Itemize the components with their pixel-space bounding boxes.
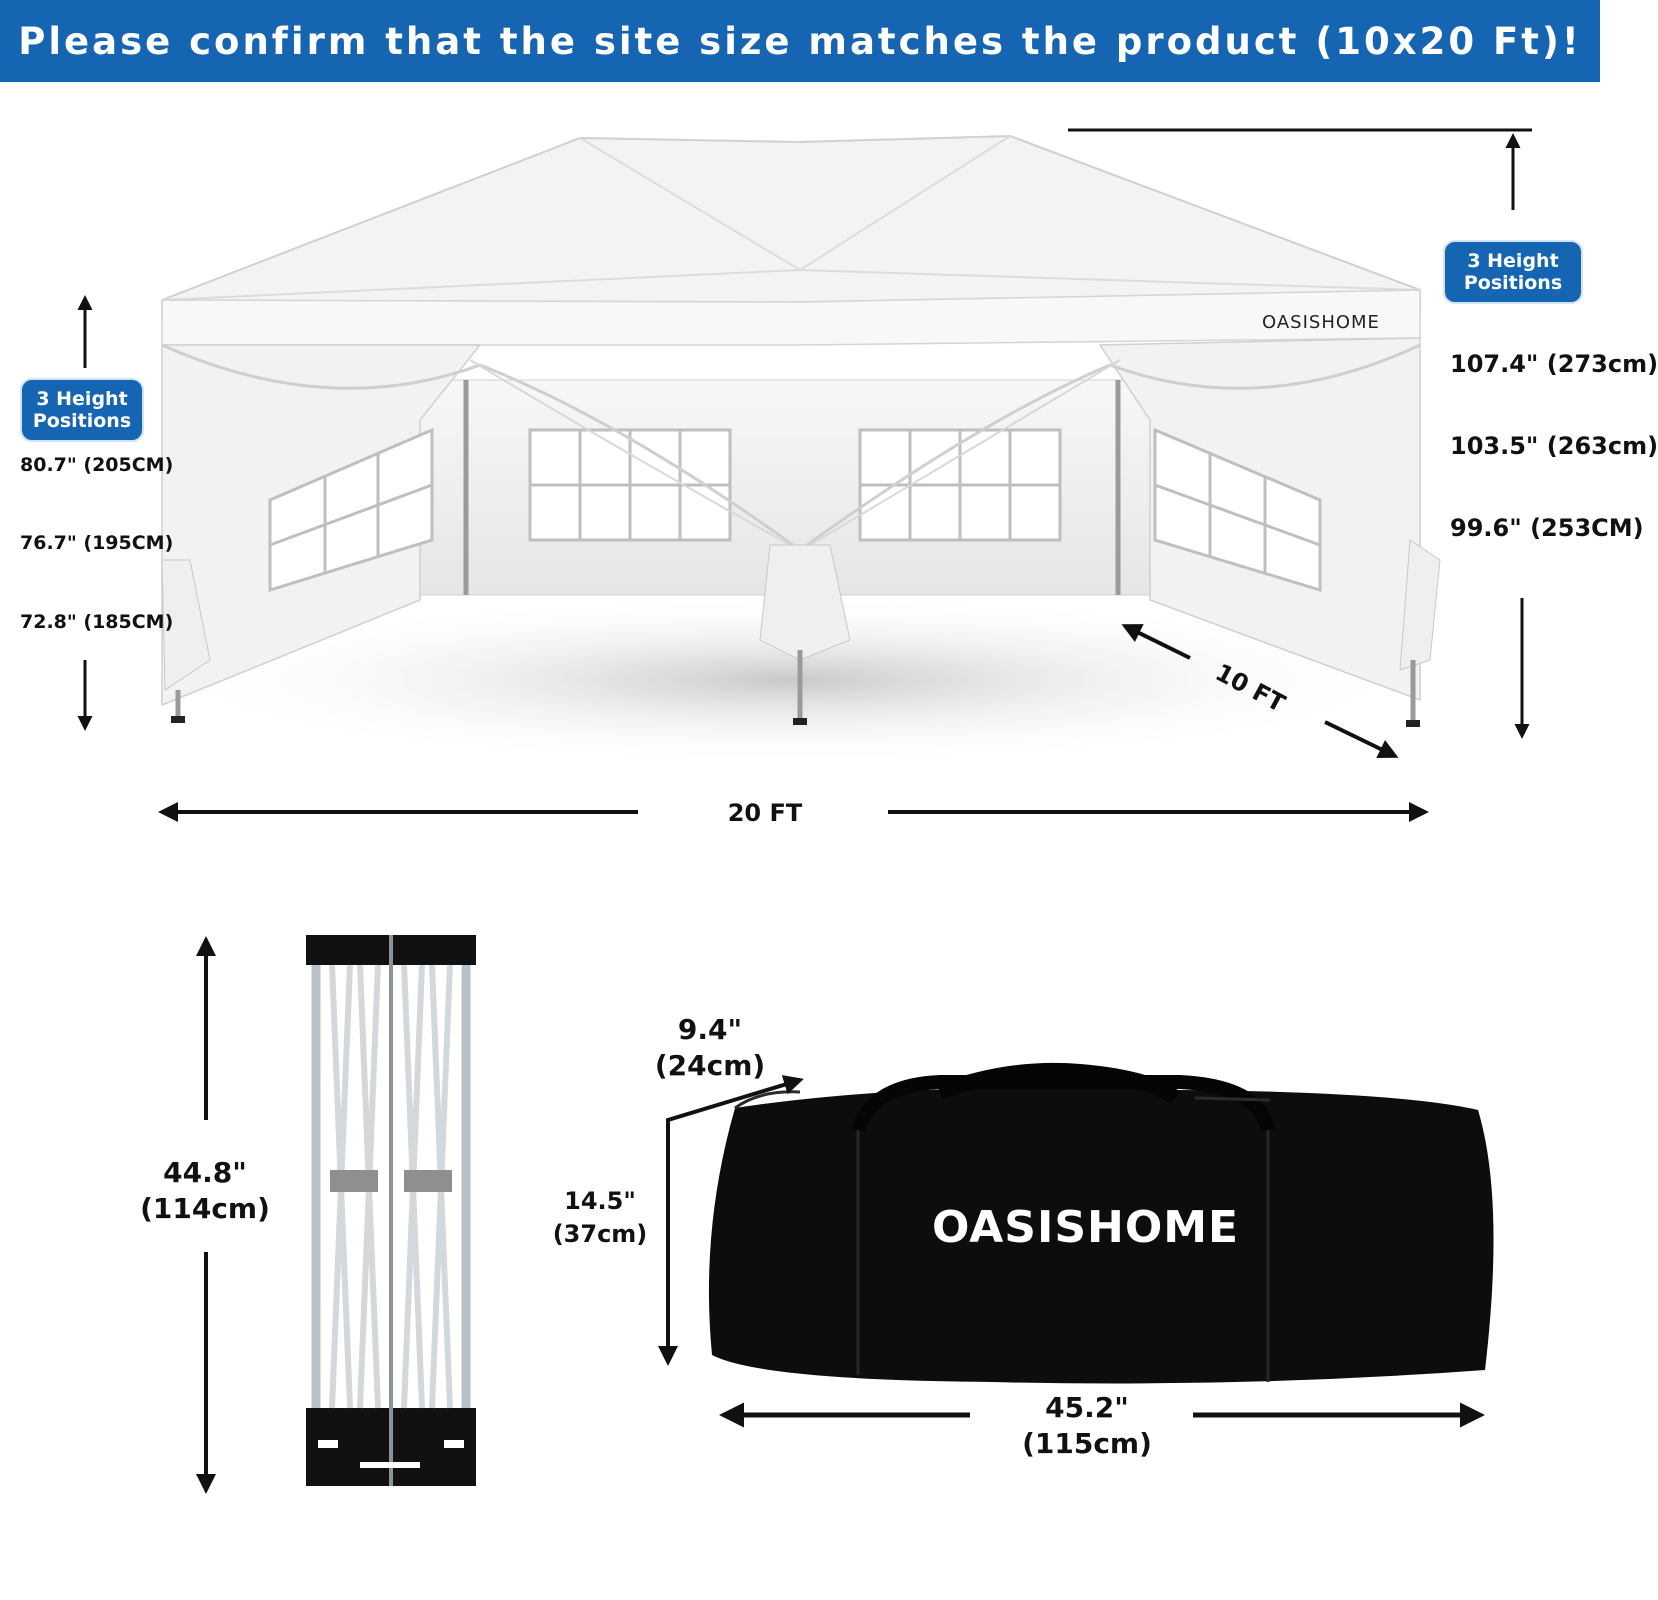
canopy-tent xyxy=(161,134,1441,727)
right-height-badge: 3 Height Positions xyxy=(1443,240,1583,304)
width-label: 20 FT xyxy=(727,799,803,827)
left-height-badge: 3 Height Positions xyxy=(20,378,144,442)
bag-brand-label: OASISHOME xyxy=(932,1202,1240,1253)
left-height-value-1: 80.7" (205CM) xyxy=(20,454,174,476)
ground-shadow xyxy=(150,595,1430,765)
product-illustration xyxy=(77,128,1532,1494)
bag-depth-label: 9.4" (24cm) xyxy=(654,1013,766,1082)
bag-height-label: 14.5" (37cm) xyxy=(552,1187,648,1248)
left-height-value-2: 76.7" (195CM) xyxy=(20,532,174,554)
tent-brand-label: OASISHOME xyxy=(1262,312,1380,333)
right-height-value-3: 99.6" (253CM) xyxy=(1450,514,1644,542)
depth-arrow-front xyxy=(1324,720,1399,759)
right-height-value-2: 103.5" (263cm) xyxy=(1450,432,1658,460)
bag-length-label: 45.2" (115cm) xyxy=(1022,1391,1152,1460)
left-height-value-3: 72.8" (185CM) xyxy=(20,611,174,633)
banner-text: Please confirm that the site size matche… xyxy=(18,19,1582,63)
frame-height-label: 44.8" (114cm) xyxy=(140,1156,270,1225)
header-banner: Please confirm that the site size matche… xyxy=(0,0,1600,82)
depth-arrow-back xyxy=(1121,624,1191,660)
folded-frame xyxy=(306,935,476,1486)
right-height-value-1: 107.4" (273cm) xyxy=(1450,350,1658,378)
